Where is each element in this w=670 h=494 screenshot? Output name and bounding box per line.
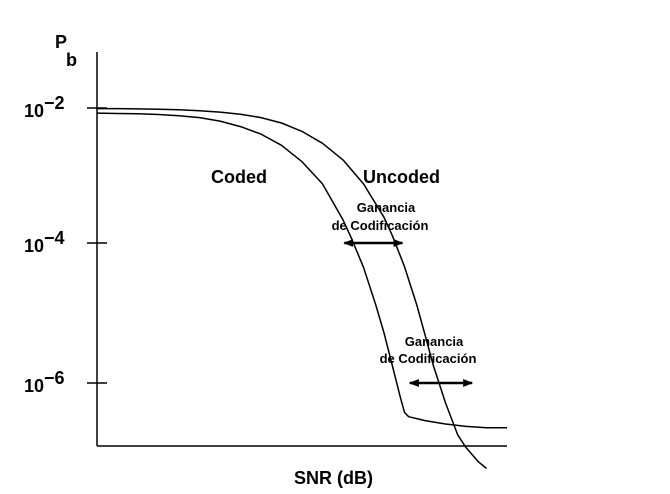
y-ticks: 10−210−410−6 [24,93,107,396]
y-axis-title: P b [55,32,77,70]
gain-label-line2: de Codificación [332,218,429,233]
y-tick-label-exponent: −4 [44,228,65,248]
y-axis-title-sub: b [66,50,77,70]
y-tick-label-base: 10 [24,376,44,396]
x-axis-title: SNR (dB) [294,468,373,488]
series-label-uncoded: Uncoded [363,167,440,187]
gain-label-line2: de Codificación [380,351,477,366]
y-tick-label: 10−2 [24,93,65,121]
y-tick-label: 10−4 [24,228,65,256]
series-line-uncoded [97,107,487,470]
series-line-coded [96,112,507,429]
y-axis-title-main: P [55,32,67,52]
curves [96,107,507,470]
series-label-coded: Coded [211,167,267,187]
gain-label-line1: Ganancia [405,334,464,349]
y-tick-label-exponent: −2 [44,93,65,113]
y-tick-label-exponent: −6 [44,368,65,388]
gain-label-line1: Ganancia [357,200,416,215]
y-tick-label: 10−6 [24,368,65,396]
y-tick-label-base: 10 [24,236,44,256]
y-tick-label-base: 10 [24,101,44,121]
